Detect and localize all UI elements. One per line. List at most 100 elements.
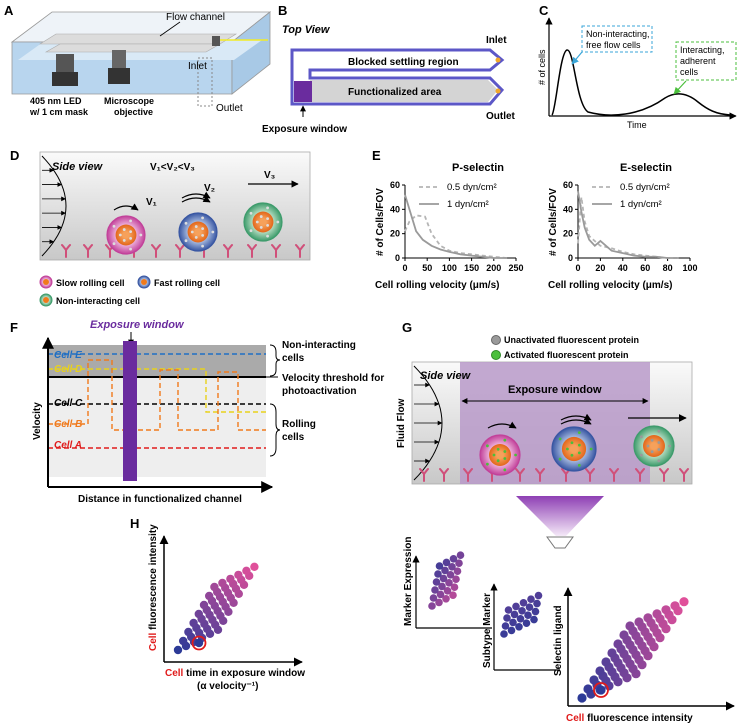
d-cells	[61, 180, 305, 258]
g-window-label: Exposure window	[508, 384, 602, 396]
g-flow-profile	[413, 365, 443, 481]
e-y-tick-label: 0	[395, 253, 400, 263]
h-marker-label: Marker Expression	[403, 537, 414, 627]
g-fast-rolling-cell-protein-dot	[558, 437, 562, 441]
h-marker-cell-dot	[453, 567, 462, 575]
e-y-label: # of Cells/FOV	[548, 188, 559, 256]
h-subtype-cell-dot	[533, 599, 541, 608]
h-x-sublabel: (α velocity⁻¹)	[197, 681, 258, 692]
c-peak2-line3: cells	[680, 67, 699, 77]
selectin-receptor	[151, 244, 161, 258]
channel-outline	[290, 48, 505, 106]
f-trace-cell-b	[48, 359, 266, 431]
h-marker-cell-dot	[443, 587, 452, 595]
d-fast-rolling-cell-protein-dot	[201, 244, 204, 248]
c-peak2-line1: Interacting,	[680, 45, 725, 55]
selectin-receptor	[609, 468, 619, 482]
g-slow-rolling-cell-protein-dot	[485, 444, 489, 448]
h-selectin-cell-dot	[613, 639, 623, 649]
exposure-label-b: Exposure window	[262, 124, 347, 135]
h-subtype-cell-dot	[524, 611, 532, 619]
g-slow-rolling-cell-protein-dot	[503, 438, 507, 442]
d-slow-rolling-cell-protein-dot	[129, 247, 132, 251]
c-peak2-arrow	[673, 80, 687, 95]
h-selectin-cell-dot	[634, 617, 644, 627]
h-subtype-cell-dot	[534, 591, 543, 600]
h-main-cell-dot	[226, 574, 235, 584]
selectin-receptor	[635, 468, 645, 482]
h-marker-cell-dot	[435, 598, 443, 607]
selectin-receptor	[247, 244, 257, 258]
e-y-label: # of Cells/FOV	[375, 188, 386, 256]
d-slow-rolling-cell-protein-dot	[129, 236, 133, 240]
g-cells	[419, 413, 689, 482]
d-non-interacting-cell-protein-dot	[259, 215, 263, 218]
g-fast-rolling-cell-protein-dot	[577, 443, 581, 447]
h-subtype-cell-dot	[509, 618, 517, 627]
e-x-tick-label: 0	[575, 263, 580, 273]
h-main-cell-dot	[184, 627, 193, 637]
c-peak1-line2: free flow cells	[586, 40, 641, 50]
panel-letter-c: C	[539, 3, 549, 18]
exposure-window-b	[294, 81, 312, 102]
h-main-cell-dot	[179, 636, 188, 646]
f-cell-a-label: Cell A	[54, 440, 82, 451]
h-marker-cell-dot	[455, 559, 463, 567]
selectin-receptor	[419, 468, 429, 482]
unactivated-protein-icon	[491, 335, 501, 345]
h-main-cell-dot	[205, 591, 214, 601]
outlet-label-b: Outlet	[486, 111, 516, 122]
h-marker-cell-dot	[448, 563, 456, 571]
f-rolling-zone	[48, 377, 266, 477]
e-series-line	[577, 190, 679, 259]
h-selectin-scatter	[577, 597, 689, 703]
functionalized-label: Functionalized area	[348, 87, 442, 98]
h-selected-cell-dot	[194, 638, 204, 648]
c-peak1-arrow	[571, 51, 583, 65]
h-main-cell-dot	[189, 618, 198, 628]
selectin-receptor	[515, 468, 525, 482]
g-slow-rolling-cell-protein-dot	[485, 462, 489, 466]
h-s3-selected-ring	[593, 682, 609, 698]
h-main-scatter	[173, 562, 259, 655]
legend-slow-nucleus	[43, 279, 49, 285]
f-x-label: Distance in functionalized channel	[78, 494, 242, 505]
selectin-receptor	[535, 468, 545, 482]
g-non-interacting-cell-protein-dot	[668, 444, 671, 448]
g-slow-rolling-cell-protein-dot	[496, 459, 500, 463]
d-non-interacting-cell-protein-dot	[266, 234, 269, 238]
g-rolling-arrow-slow	[487, 421, 517, 429]
e-x-tick-label: 80	[663, 263, 673, 273]
interacting-box	[675, 41, 737, 81]
d-slow-rolling-cell-protein-dot	[118, 233, 122, 237]
blocked-region-label: Blocked settling region	[348, 57, 459, 68]
h-subtype-cell-dot	[512, 602, 520, 611]
h-marker-cell-dot	[456, 551, 465, 559]
h-selected-cell-ring	[191, 635, 207, 651]
outlet-port	[495, 88, 501, 94]
e-legend-label: 0.5 dyn/cm²	[447, 182, 497, 193]
selectin-receptor	[223, 244, 233, 258]
top-view-title: Top View	[282, 24, 331, 36]
h-y-label: Cell fluorescence intensity	[148, 524, 159, 651]
f-exposure-window	[123, 341, 137, 481]
selectin-receptor	[83, 244, 93, 258]
e-y-tick-label: 60	[390, 180, 400, 190]
e-x-tick-label: 250	[508, 263, 523, 273]
d-flow-profile	[41, 155, 67, 257]
e-x-tick-label: 100	[442, 263, 457, 273]
flow-channel-label: Flow channel	[166, 12, 225, 23]
h-subtype-cell-dot	[500, 630, 508, 638]
legend-fast-label: Fast rolling cell	[154, 278, 220, 288]
h-marker-cell-dot	[428, 602, 436, 610]
h-main-cell-dot	[234, 570, 243, 580]
e-y-tick-label: 0	[568, 253, 573, 263]
g-slow-rolling-cell-protein-dot	[503, 450, 507, 453]
f-rolling-brace	[269, 403, 281, 457]
d-non-interacting-cell-protein-dot	[249, 211, 253, 215]
c-y-label: # of cells	[537, 49, 547, 85]
e-x-label: Cell rolling velocity (μm/s)	[375, 280, 499, 291]
f-cell-d-label: Cell D	[54, 364, 82, 375]
g-y-label: Fluid Flow	[396, 398, 407, 448]
